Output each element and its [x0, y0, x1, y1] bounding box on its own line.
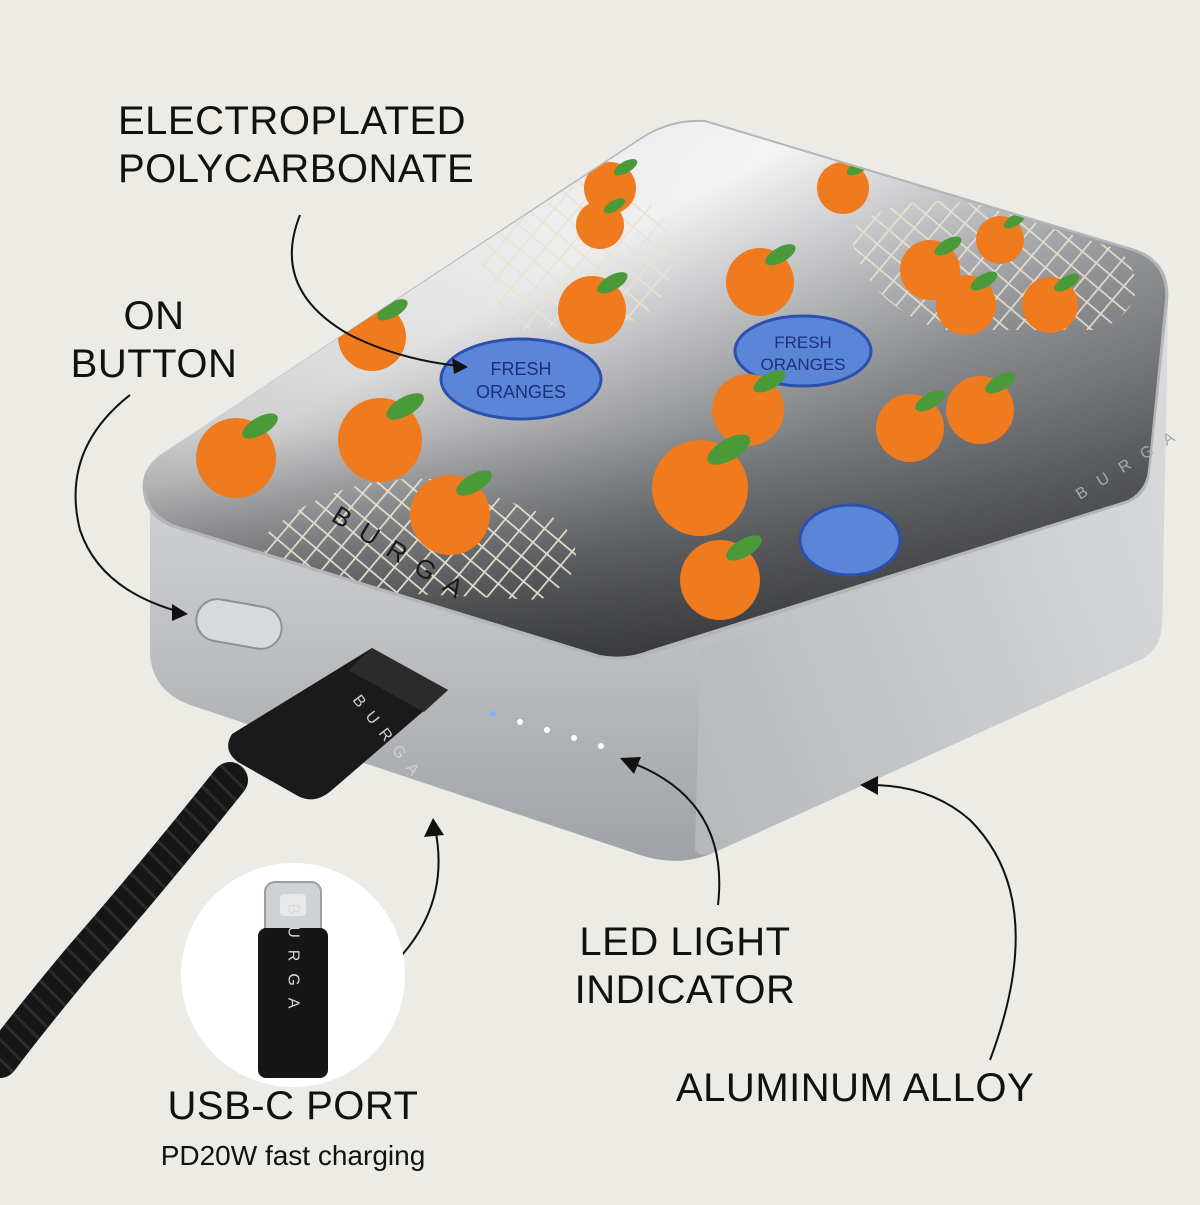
callout-on-button-line2: BUTTON [70, 342, 238, 386]
orange-fruit [817, 162, 869, 214]
orange-fruit [680, 540, 760, 620]
led-dots [490, 711, 604, 749]
orange-fruit [876, 394, 944, 462]
orange-leaf [613, 159, 638, 176]
orange-leaf [386, 393, 424, 420]
callout-aluminum-line1: ALUMINUM ALLOY [676, 1066, 1035, 1110]
orange-leaf [765, 244, 796, 266]
orange-leaf [707, 434, 751, 465]
stamp-text-oranges-2: ORANGES [760, 355, 845, 374]
led-dot [571, 735, 577, 741]
orange-fruit [712, 374, 784, 446]
orange-fruit [726, 248, 794, 316]
callout-electroplated-line1: ELECTROPLATED [118, 99, 467, 143]
stamp-text-fresh-2: FRESH [774, 333, 832, 352]
orange-leaf [726, 535, 762, 561]
callout-electroplated: ELECTROPLATED POLYCARBONATE [118, 97, 474, 193]
orange-leaf [1054, 273, 1080, 292]
callout-usb-title: USB-C PORT [167, 1084, 419, 1128]
orange-fruit [196, 418, 276, 498]
callout-usb-c-port: USB-C PORT [143, 1082, 443, 1130]
plug-brand-vertical: BURGA [285, 904, 302, 1021]
orange-leaf [934, 236, 962, 256]
led-dot [517, 719, 523, 725]
orange-leaf [1003, 213, 1026, 229]
orange-leaf [597, 272, 628, 294]
callout-on-button: ON BUTTON [64, 292, 244, 388]
stamp-text-oranges: ORANGES [476, 382, 566, 402]
orange-leaf [603, 198, 626, 214]
callout-usb-subtitle: PD20W fast charging [160, 1140, 426, 1171]
orange-leaf [985, 372, 1016, 394]
orange-pattern [196, 159, 1080, 620]
orange-leaf [753, 369, 786, 393]
orange-leaf [242, 413, 278, 439]
orange-leaf [915, 390, 946, 412]
orange-fruit [558, 276, 626, 344]
callout-led-line2: INDICATOR [574, 968, 796, 1012]
on-button-graphic [195, 598, 283, 650]
orange-fruit [946, 376, 1014, 444]
led-dot [544, 727, 550, 733]
orange-fruit [652, 440, 748, 536]
callout-electroplated-line2: POLYCARBONATE [118, 147, 475, 191]
led-dot [490, 711, 496, 717]
orange-fruit [576, 201, 624, 249]
orange-fruit [410, 475, 490, 555]
orange-fruit [1022, 277, 1078, 333]
callout-led-indicator: LED LIGHT INDICATOR [560, 918, 810, 1014]
orange-fruit [338, 398, 422, 482]
orange-leaf [377, 299, 408, 321]
orange-fruit [900, 240, 960, 300]
led-dot [598, 743, 604, 749]
orange-fruit [976, 216, 1024, 264]
callout-aluminum-alloy: ALUMINUM ALLOY [676, 1064, 1034, 1112]
callout-on-button-line1: ON [123, 294, 185, 338]
callout-led-line1: LED LIGHT [579, 920, 791, 964]
stamp-text-fresh: FRESH [490, 359, 551, 379]
orange-leaf [970, 271, 998, 291]
orange-leaf [456, 470, 492, 496]
